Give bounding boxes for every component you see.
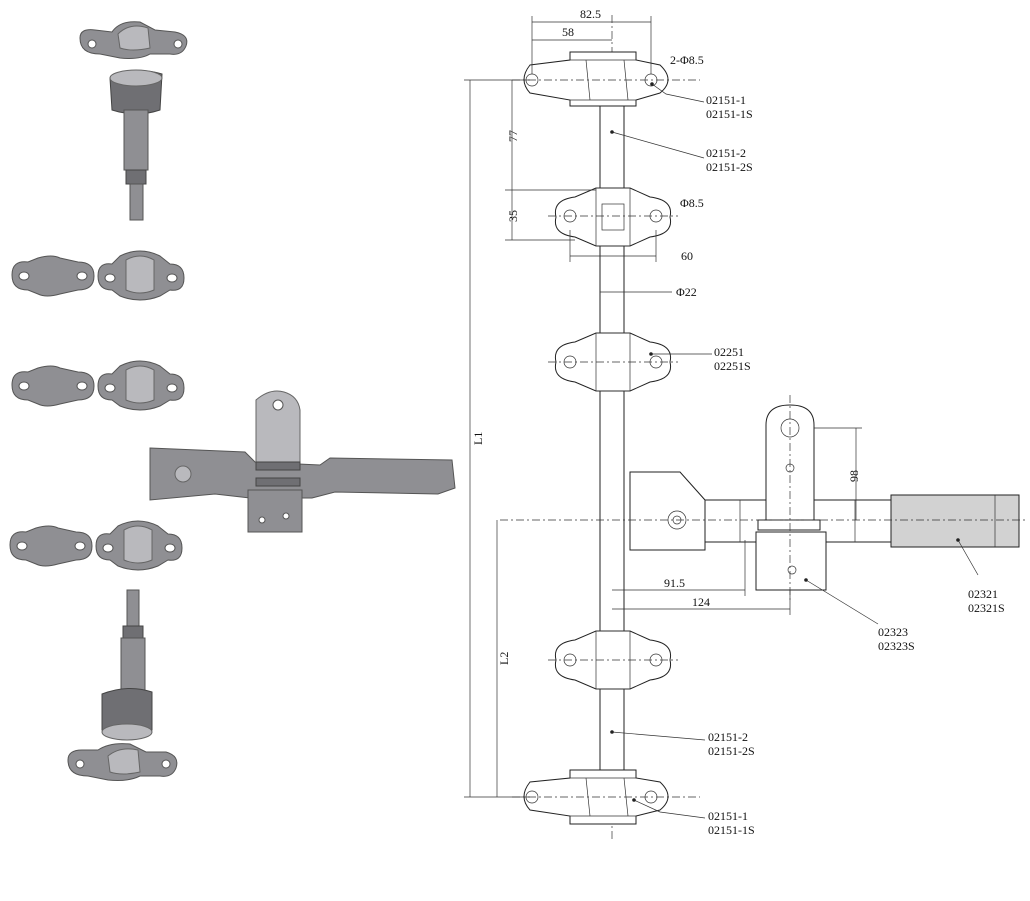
- callout-handle-2: 02321S: [968, 601, 1005, 615]
- guide-pair-1: [11, 250, 185, 301]
- top-cam-pin: [109, 69, 163, 221]
- dim-35: 35: [506, 210, 520, 222]
- dim-82-5: 82.5: [580, 7, 601, 21]
- dim-rod-dia: Φ22: [676, 285, 697, 299]
- dim-hole-mid: Φ8.5: [680, 196, 704, 210]
- guide-pair-3: [9, 520, 183, 571]
- dim-58: 58: [562, 25, 574, 39]
- dim-77: 77: [506, 130, 520, 142]
- dimension-lines: [464, 16, 862, 798]
- handle-grip: [890, 494, 1020, 548]
- dim-124: 124: [692, 595, 710, 609]
- top-cam-keeper: [79, 21, 188, 59]
- callout-guide-1: 02251: [714, 345, 744, 359]
- exploded-parts: [9, 21, 456, 781]
- guide-3-drawing: [548, 630, 678, 690]
- callout-hub-2: 02323S: [878, 639, 915, 653]
- bottom-cam-keeper-drawing: [512, 769, 700, 825]
- technical-drawing: 82.5 58 2-Φ8.5 77 35 Φ8.5 60 Φ22 L1 L2 9…: [464, 7, 1025, 840]
- dim-L1: L1: [471, 432, 485, 445]
- callout-handle-1: 02321: [968, 587, 998, 601]
- callout-bottom-cam-2: 02151-1S: [708, 823, 755, 837]
- dimension-labels: 82.5 58 2-Φ8.5 77 35 Φ8.5 60 Φ22 L1 L2 9…: [471, 7, 861, 665]
- handle-assembly-render: [149, 390, 456, 533]
- part-callouts: 02151-1 02151-1S 02151-2 02151-2S 02251 …: [706, 93, 1005, 837]
- bottom-cam-pin: [101, 589, 153, 741]
- callout-bottom-rod-2: 02151-2S: [708, 744, 755, 758]
- callout-top-rod-1: 02151-2: [706, 146, 746, 160]
- dim-hole-top: 2-Φ8.5: [670, 53, 704, 67]
- handle-mechanism-drawing: [500, 395, 1025, 600]
- callout-top-cam-1: 02151-1: [706, 93, 746, 107]
- dim-91-5: 91.5: [664, 576, 685, 590]
- bottom-cam-keeper: [67, 743, 178, 781]
- lock-rod: [599, 59, 625, 821]
- guide-pair-2: [11, 360, 185, 411]
- leader-lines: [610, 82, 979, 819]
- guide-1-drawing: [548, 187, 678, 247]
- dim-L2: L2: [497, 652, 511, 665]
- callout-guide-2: 02251S: [714, 359, 751, 373]
- guide-2-drawing: [548, 332, 678, 392]
- callout-top-rod-2: 02151-2S: [706, 160, 753, 174]
- dim-60: 60: [681, 249, 693, 263]
- dim-98: 98: [847, 470, 861, 482]
- callout-hub-1: 02323: [878, 625, 908, 639]
- callout-bottom-cam-1: 02151-1: [708, 809, 748, 823]
- callout-top-cam-2: 02151-1S: [706, 107, 753, 121]
- callout-bottom-rod-1: 02151-2: [708, 730, 748, 744]
